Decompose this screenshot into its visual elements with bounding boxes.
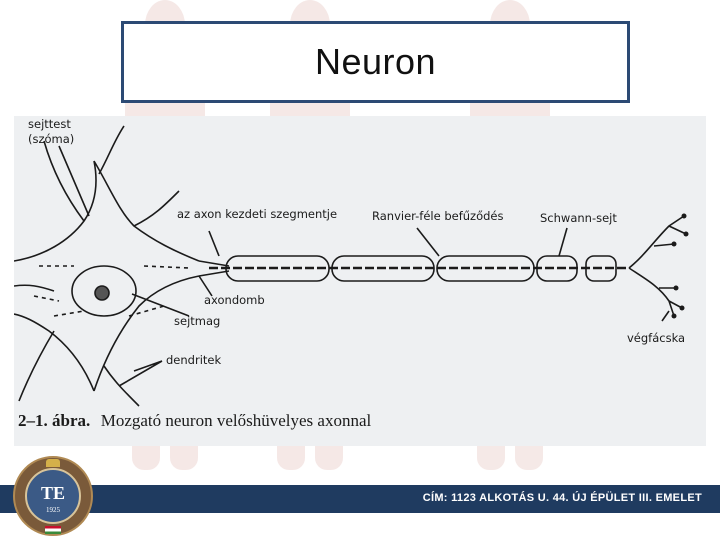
dendrite [14,284,55,292]
label-terminals: végfácska [627,331,685,345]
logo-emblem: TE 1925 [25,468,81,524]
axon-hillock-shape [198,260,230,277]
label-dendrites: dendritek [166,353,221,367]
myelin-segment [585,255,617,282]
dendrite [43,140,85,222]
logo-monogram: TE [40,483,65,503]
crown-icon [46,459,60,467]
label-soma-line2: (szóma) [28,132,74,146]
myelin-segment [331,255,435,282]
label-axon-hillock: axondomb [204,293,265,307]
label-initial-segment: az axon kezdeti szegmentje [177,207,337,221]
nucleus-shape [71,265,137,317]
slide-title: Neuron [314,41,437,82]
label-ranvier: Ranvier-féle befűződés [372,209,504,223]
label-soma-line1: sejttest [28,117,71,131]
myelin-segment [225,255,330,282]
footer-bar: CÍM: 1123 ALKOTÁS U. 44. ÚJ ÉPÜLET III. … [0,485,720,513]
nucleolus-shape [94,285,110,301]
logo-year: 1925 [46,506,60,514]
figure-caption: 2–1. ábra. Mozgató neuron velőshüvelyes … [18,411,371,430]
myelin-segment [436,255,535,282]
caption-number: 2–1. ábra. [18,411,90,430]
terminal-branch [628,267,683,317]
dendrite [98,125,125,175]
slide-title-box: Neuron [121,21,630,103]
footer-address: CÍM: 1123 ALKOTÁS U. 44. ÚJ ÉPÜLET III. … [422,492,702,504]
label-nucleus: sejtmag [174,314,220,328]
dendrite [133,190,180,227]
terminal-branch [628,215,687,269]
hungarian-flag-icon [45,526,61,534]
dendrite [18,330,55,402]
caption-text: Mozgató neuron velőshüvelyes axonnal [101,411,372,430]
neuron-figure: sejttest (szóma) az axon kezdeti szegmen… [14,116,706,446]
university-logo: TE 1925 [13,456,93,536]
dendrite [103,365,140,407]
neuron-diagram: sejttest (szóma) az axon kezdeti szegmen… [14,117,689,430]
label-schwann: Schwann-sejt [540,211,617,225]
myelin-segment [536,255,578,282]
